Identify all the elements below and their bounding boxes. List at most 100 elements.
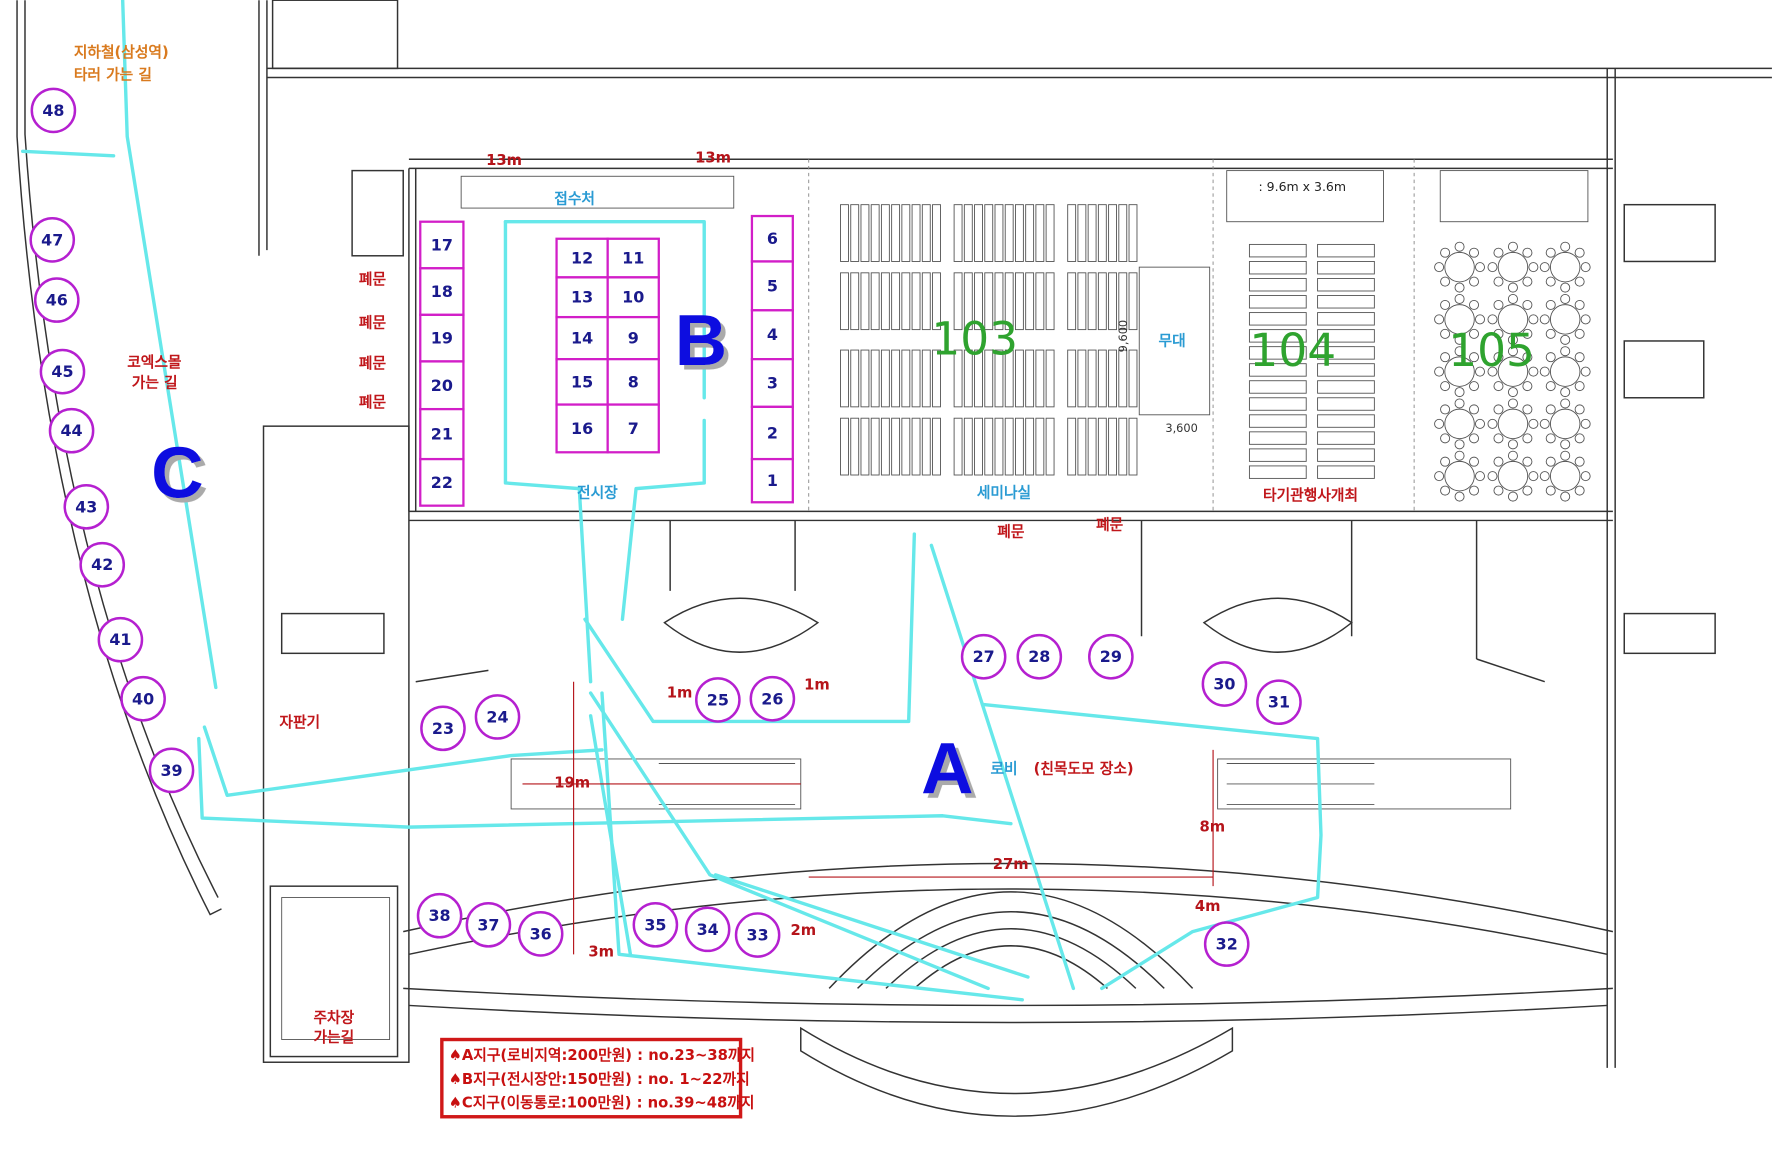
booth-number: 33 xyxy=(747,926,769,945)
classroom-table xyxy=(1317,397,1375,411)
seat-row xyxy=(1108,417,1117,476)
chair xyxy=(1522,433,1533,444)
booth[interactable]: 9 xyxy=(606,315,660,361)
booth-45[interactable]: 45 xyxy=(39,348,86,395)
seat-row xyxy=(860,349,870,408)
other-event-label: 타기관행사개최 xyxy=(1263,486,1358,504)
seat-row xyxy=(870,349,880,408)
seat-row xyxy=(880,272,890,331)
booth-42[interactable]: 42 xyxy=(79,541,126,588)
booth-43[interactable]: 43 xyxy=(63,483,110,530)
chair xyxy=(1454,293,1465,304)
booth[interactable]: 3 xyxy=(750,358,794,408)
seat-row xyxy=(1035,349,1045,408)
booth-44[interactable]: 44 xyxy=(48,407,95,454)
seat-row xyxy=(974,417,983,476)
booth-47[interactable]: 47 xyxy=(29,217,76,263)
closed-door-label: 폐문 xyxy=(359,394,387,411)
booth-37[interactable]: 37 xyxy=(465,901,512,948)
price-legend: ♠A지구(로비지역:200만원) : no.23~38까지 ♠B지구(전시장안:… xyxy=(440,1037,755,1119)
seat-row xyxy=(921,417,931,476)
chair xyxy=(1545,299,1556,310)
seat-row xyxy=(1108,272,1117,331)
booth-number: 17 xyxy=(431,235,453,254)
seat-row xyxy=(1004,417,1014,476)
booth[interactable]: 13 xyxy=(555,276,609,319)
booth-23[interactable]: 23 xyxy=(420,705,466,752)
chair xyxy=(1475,471,1485,482)
seat-row xyxy=(1025,349,1035,408)
booth-number: 24 xyxy=(486,707,508,726)
booth-27[interactable]: 27 xyxy=(960,633,1007,680)
seat-row xyxy=(1097,417,1107,476)
classroom-table xyxy=(1248,414,1307,428)
booth[interactable]: 8 xyxy=(606,358,660,406)
booth-40[interactable]: 40 xyxy=(120,675,166,722)
seat-row xyxy=(921,349,931,408)
booth-30[interactable]: 30 xyxy=(1201,661,1248,707)
booth-number: 21 xyxy=(431,425,453,444)
booth[interactable]: 2 xyxy=(750,405,794,461)
booth-35[interactable]: 35 xyxy=(632,901,679,948)
booth-29[interactable]: 29 xyxy=(1088,633,1134,680)
chair xyxy=(1469,381,1480,392)
booth[interactable]: 17 xyxy=(419,220,465,270)
booth-number: 10 xyxy=(622,288,644,307)
booth[interactable]: 14 xyxy=(555,315,609,361)
seat-row xyxy=(1097,272,1107,331)
seat-row xyxy=(963,204,973,262)
zone-c-label: C xyxy=(151,433,203,514)
booth[interactable]: 16 xyxy=(555,403,609,454)
booth-box xyxy=(419,407,465,461)
classroom-table xyxy=(1317,312,1375,326)
chair xyxy=(1507,439,1518,450)
booth-33[interactable]: 33 xyxy=(734,912,781,958)
booth-box xyxy=(555,315,609,361)
booth-32[interactable]: 32 xyxy=(1203,921,1250,967)
booth[interactable]: 5 xyxy=(750,260,794,312)
booth[interactable]: 11 xyxy=(606,237,660,279)
classroom-table xyxy=(1248,380,1307,394)
booth-box xyxy=(606,276,660,319)
round-table xyxy=(1444,356,1475,387)
booth-48[interactable]: 48 xyxy=(30,87,77,134)
booth-36[interactable]: 36 xyxy=(517,911,564,957)
booth[interactable]: 4 xyxy=(750,309,794,361)
booth-31[interactable]: 31 xyxy=(1256,679,1302,726)
booth[interactable]: 18 xyxy=(419,267,465,316)
seat-row xyxy=(1128,272,1138,331)
booth-39[interactable]: 39 xyxy=(148,747,195,794)
booth[interactable]: 21 xyxy=(419,407,465,461)
seat-row xyxy=(870,204,880,262)
booth[interactable]: 19 xyxy=(419,313,465,363)
booth[interactable]: 12 xyxy=(555,237,609,279)
seat-row xyxy=(984,272,994,331)
booth-circle xyxy=(30,87,77,134)
booth-41[interactable]: 41 xyxy=(97,616,144,663)
booth-25[interactable]: 25 xyxy=(695,677,741,723)
booth[interactable]: 1 xyxy=(750,457,794,504)
booth[interactable]: 20 xyxy=(419,360,465,411)
chair xyxy=(1560,346,1571,357)
booth[interactable]: 22 xyxy=(419,457,465,507)
chair xyxy=(1434,366,1445,377)
seat-row xyxy=(1014,272,1024,331)
dim-1m-left: 1m xyxy=(667,685,693,702)
booth[interactable]: 6 xyxy=(750,214,794,263)
booth[interactable]: 7 xyxy=(606,403,660,454)
booth-38[interactable]: 38 xyxy=(416,892,463,939)
booth[interactable]: 15 xyxy=(555,358,609,406)
chair xyxy=(1528,418,1539,429)
seat-row xyxy=(994,204,1004,262)
booth-24[interactable]: 24 xyxy=(474,694,521,740)
booth-46[interactable]: 46 xyxy=(33,277,80,323)
booth-26[interactable]: 26 xyxy=(749,675,796,722)
vending-label: 자판기 xyxy=(279,714,320,731)
chair xyxy=(1440,276,1451,287)
booth-28[interactable]: 28 xyxy=(1016,633,1063,680)
booth-circle xyxy=(695,677,741,723)
booth[interactable]: 10 xyxy=(606,276,660,319)
chair xyxy=(1560,398,1571,409)
booth-34[interactable]: 34 xyxy=(684,906,731,953)
